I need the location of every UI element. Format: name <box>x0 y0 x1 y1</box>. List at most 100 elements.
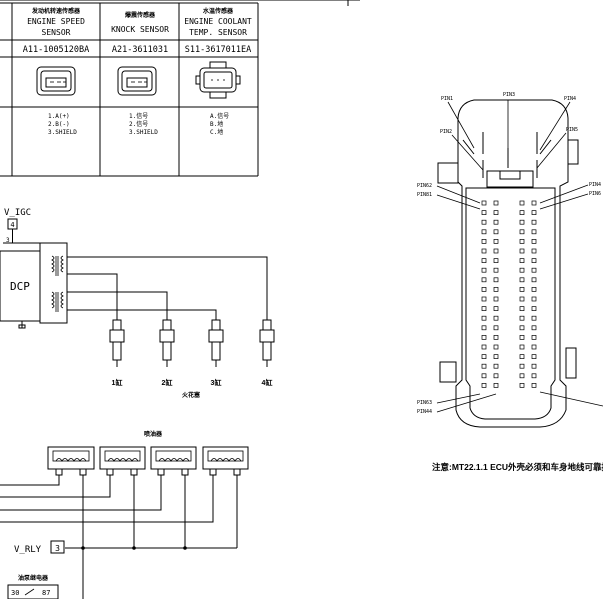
injector-4 <box>202 446 249 476</box>
relay-caption: 油泵继电器 <box>18 574 49 582</box>
ecu-pin <box>519 315 525 321</box>
ecu-pin-grid <box>481 200 537 388</box>
ecu-pin <box>531 210 537 215</box>
ecu-pin <box>519 200 525 206</box>
injector-1 <box>47 446 95 476</box>
ecu-pin <box>493 239 499 244</box>
col3-pin2: B.地 <box>210 120 223 128</box>
plug3-label: 3缸 <box>211 378 222 387</box>
pin3-label-ecu: PIN3 <box>503 92 515 98</box>
ecu-pin <box>481 248 487 254</box>
ecu-pin <box>519 219 525 225</box>
spark-plug-caption: 火花塞 <box>182 391 201 399</box>
coil-pack <box>39 242 68 324</box>
col2-cn: 爆震传感器 <box>125 11 156 19</box>
ecu-pin <box>493 219 499 225</box>
ecu-pin <box>519 210 525 215</box>
pin-right-2-label: PIN6 <box>589 191 601 197</box>
col3-pin3: C.地 <box>210 128 223 136</box>
plug2-label: 2缸 <box>162 378 173 387</box>
ecu-pin <box>481 219 487 225</box>
injector-3 <box>150 446 197 476</box>
ecu-pin <box>481 383 487 388</box>
injector-2 <box>99 446 146 476</box>
col2-pin1: 1.信号 <box>129 112 148 120</box>
relay-pin-right: 87 <box>42 589 50 597</box>
vrly-label: V_RLY <box>14 545 42 555</box>
ignition-circuit: V_IGC 4 3 DCP <box>0 208 275 399</box>
ecu-pin <box>531 239 537 244</box>
col1-pin1: 1.A(+) <box>48 113 70 120</box>
spark-plug-4 <box>259 319 275 367</box>
ecu-pin <box>519 335 525 340</box>
injector-caption: 喷油器 <box>144 430 163 438</box>
ecu-pin <box>519 363 525 369</box>
plug4-label: 4缸 <box>262 378 273 387</box>
spark-plug-1 <box>109 319 125 367</box>
ecu-pin <box>481 315 487 321</box>
col3-cn: 水温传感器 <box>203 7 234 15</box>
ecu-pin <box>531 219 537 225</box>
ecu-pin <box>531 344 537 350</box>
pin1-label: PIN1 <box>441 96 453 102</box>
ecu-pin <box>531 325 537 331</box>
ecu-pin <box>493 383 499 388</box>
ecu-pin <box>531 296 537 302</box>
ecu-pin <box>481 363 487 369</box>
connector-icon <box>36 66 76 96</box>
ecu-pin <box>519 306 525 311</box>
ecu-pin <box>493 363 499 369</box>
pin5-leader <box>536 132 567 169</box>
ecu-pin <box>493 229 499 235</box>
ecu-pin <box>481 306 487 311</box>
ecu-pin <box>481 210 487 215</box>
ecu-pin <box>531 200 537 206</box>
ecu-pin <box>519 383 525 388</box>
col1-title2: SENSOR <box>42 28 71 37</box>
ecu-pin <box>531 248 537 254</box>
ecu-pin <box>531 229 537 235</box>
dcp-label: DCP <box>10 280 30 293</box>
col1-pin3: 3.SHIELD <box>48 129 77 136</box>
relay-pin-left: 30 <box>11 589 19 597</box>
pin5-label: PIN5 <box>566 127 578 133</box>
ecu-pin <box>493 344 499 350</box>
col3-title: ENGINE COOLANT <box>184 17 252 26</box>
ecu-pin <box>481 200 487 206</box>
ecu-note: 注意:MT22.1.1 ECU外壳必须和车身地线可靠接触。 <box>432 462 603 472</box>
ecu-pin <box>531 267 537 273</box>
ecu-pin <box>481 296 487 302</box>
ecu-pin <box>531 287 537 292</box>
ecu-pin <box>493 373 499 379</box>
connector-icon <box>117 66 157 96</box>
vrly-pin-box <box>50 540 65 554</box>
ecu-pin <box>481 229 487 235</box>
col2-pin2: 2.信号 <box>129 120 148 128</box>
ecu-pin <box>531 315 537 321</box>
ecu-pin <box>519 373 525 379</box>
ecu-pin <box>531 277 537 283</box>
ecu-pin <box>519 344 525 350</box>
connector-icon <box>195 61 241 99</box>
vigc-pin: 4 <box>10 221 14 229</box>
ecu-pin <box>481 344 487 350</box>
ecu-pin <box>519 325 525 331</box>
pin3-label: 3 <box>6 237 10 244</box>
pin4-leader <box>539 101 571 151</box>
pin4-label-top: PIN4 <box>564 96 576 102</box>
col1-cn: 发动机转速传感器 <box>31 7 81 15</box>
ecu-pin <box>519 229 525 235</box>
pin81-label: PIN81 <box>417 192 432 198</box>
col3-pin1: A.信号 <box>210 112 229 120</box>
pin44-label: PIN44 <box>417 409 432 415</box>
ecu-pin <box>519 239 525 244</box>
vrly-pin: 3 <box>55 544 60 553</box>
ecu-pin <box>493 210 499 215</box>
pin1-leader <box>447 101 475 149</box>
ecu-pin <box>531 383 537 388</box>
ecu-pin <box>493 335 499 340</box>
ecu-pin <box>481 258 487 263</box>
ecu-pin <box>493 267 499 273</box>
ecu-pin <box>519 296 525 302</box>
ecu-pin <box>519 258 525 263</box>
